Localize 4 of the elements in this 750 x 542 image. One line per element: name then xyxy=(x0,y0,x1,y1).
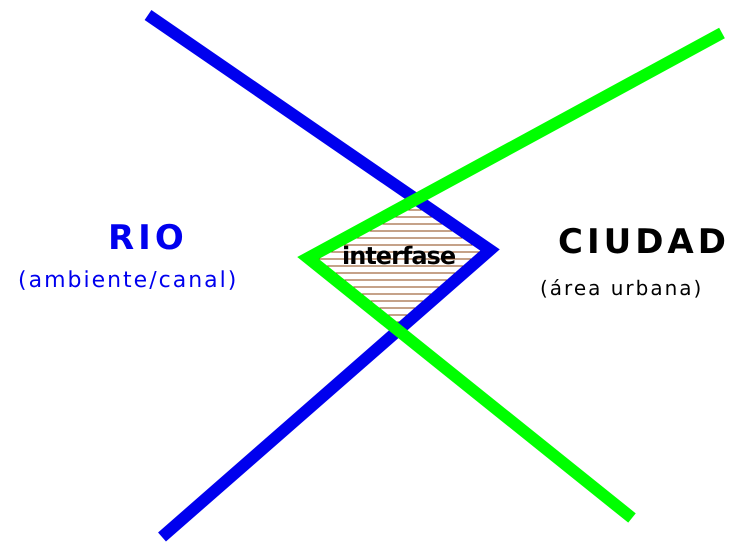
side-heading: RIO xyxy=(108,218,188,258)
side-subtitle: (área urbana) xyxy=(540,276,704,300)
side-subtitle: (ambiente/canal) xyxy=(18,268,238,293)
side-heading: CIUDAD xyxy=(558,222,730,262)
